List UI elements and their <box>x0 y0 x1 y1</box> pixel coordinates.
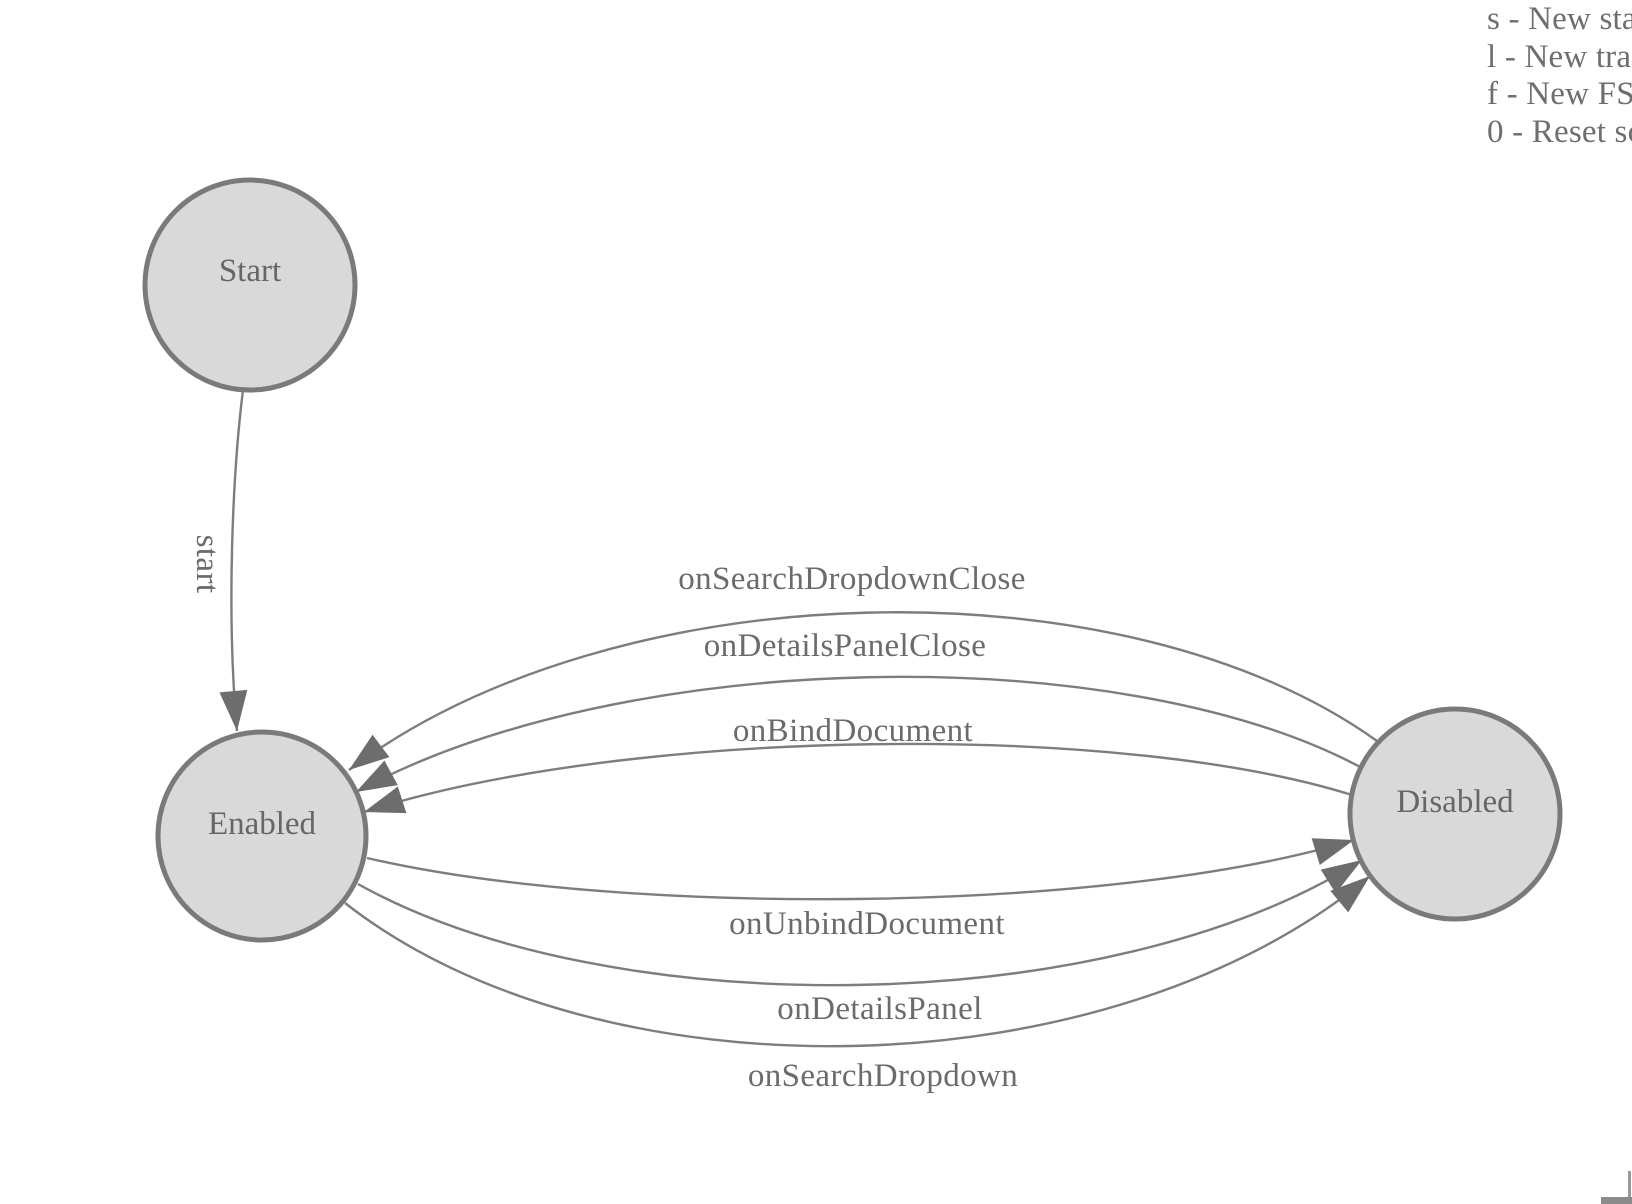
edge-onDetailsPanelClose-label: onDetailsPanelClose <box>704 628 987 664</box>
edge-onDetailsPanel-path[interactable] <box>357 858 1363 987</box>
edge-onSearchDropdownClose: onSearchDropdownClose <box>348 561 1378 771</box>
state-label-disabled: Disabled <box>1396 784 1514 820</box>
edge-start-label: start <box>189 535 225 594</box>
shortcut-legend: s - New state l - New transition f - New… <box>1487 1 1632 151</box>
edge-start-path[interactable] <box>219 389 248 732</box>
state-label-start: Start <box>219 253 281 289</box>
edge-onBindDocument-label: onBindDocument <box>733 713 973 749</box>
legend-line-new-transition: l - New transition <box>1487 38 1632 75</box>
edge-onUnbindDocument-label: onUnbindDocument <box>729 906 1005 942</box>
state-circle-start[interactable] <box>142 177 358 393</box>
edge-start: start <box>189 389 248 732</box>
edge-onBindDocument-path[interactable] <box>363 742 1353 814</box>
edge-onUnbindDocument-path[interactable] <box>366 838 1355 901</box>
edge-onBindDocument: onBindDocument <box>363 713 1353 814</box>
edge-onSearchDropdown-label: onSearchDropdown <box>748 1058 1018 1094</box>
legend-line-new-state: s - New state <box>1487 1 1632 37</box>
state-circle-disabled[interactable] <box>1347 706 1563 922</box>
cutoff-box-corner <box>1601 1171 1632 1204</box>
cutoff-box-corner-vertical <box>1628 1171 1631 1204</box>
edge-onSearchDropdown-path[interactable] <box>344 875 1371 1048</box>
legend-line-reset-scale: 0 - Reset scale <box>1487 113 1632 150</box>
edge-onDetailsPanelClose: onDetailsPanelClose <box>355 628 1363 794</box>
legend-line-new-fsm: f - New FSM <box>1487 76 1632 113</box>
state-node-disabled[interactable]: Disabled <box>1347 706 1563 922</box>
state-node-enabled[interactable]: Enabled <box>155 729 369 943</box>
edge-onUnbindDocument: onUnbindDocument <box>366 838 1355 942</box>
edge-onDetailsPanel-label: onDetailsPanel <box>777 991 982 1027</box>
state-label-enabled: Enabled <box>208 806 317 842</box>
cutoff-box-corner-horizontal <box>1601 1197 1632 1204</box>
edge-onSearchDropdownClose-label: onSearchDropdownClose <box>678 561 1026 597</box>
edge-onSearchDropdown: onSearchDropdown <box>344 875 1371 1094</box>
state-node-start[interactable]: Start <box>142 177 358 393</box>
edge-onDetailsPanelClose-path[interactable] <box>355 675 1363 794</box>
edge-onDetailsPanel: onDetailsPanel <box>357 858 1363 1027</box>
edge-onSearchDropdownClose-path[interactable] <box>348 611 1378 771</box>
state-circle-enabled[interactable] <box>155 729 369 943</box>
